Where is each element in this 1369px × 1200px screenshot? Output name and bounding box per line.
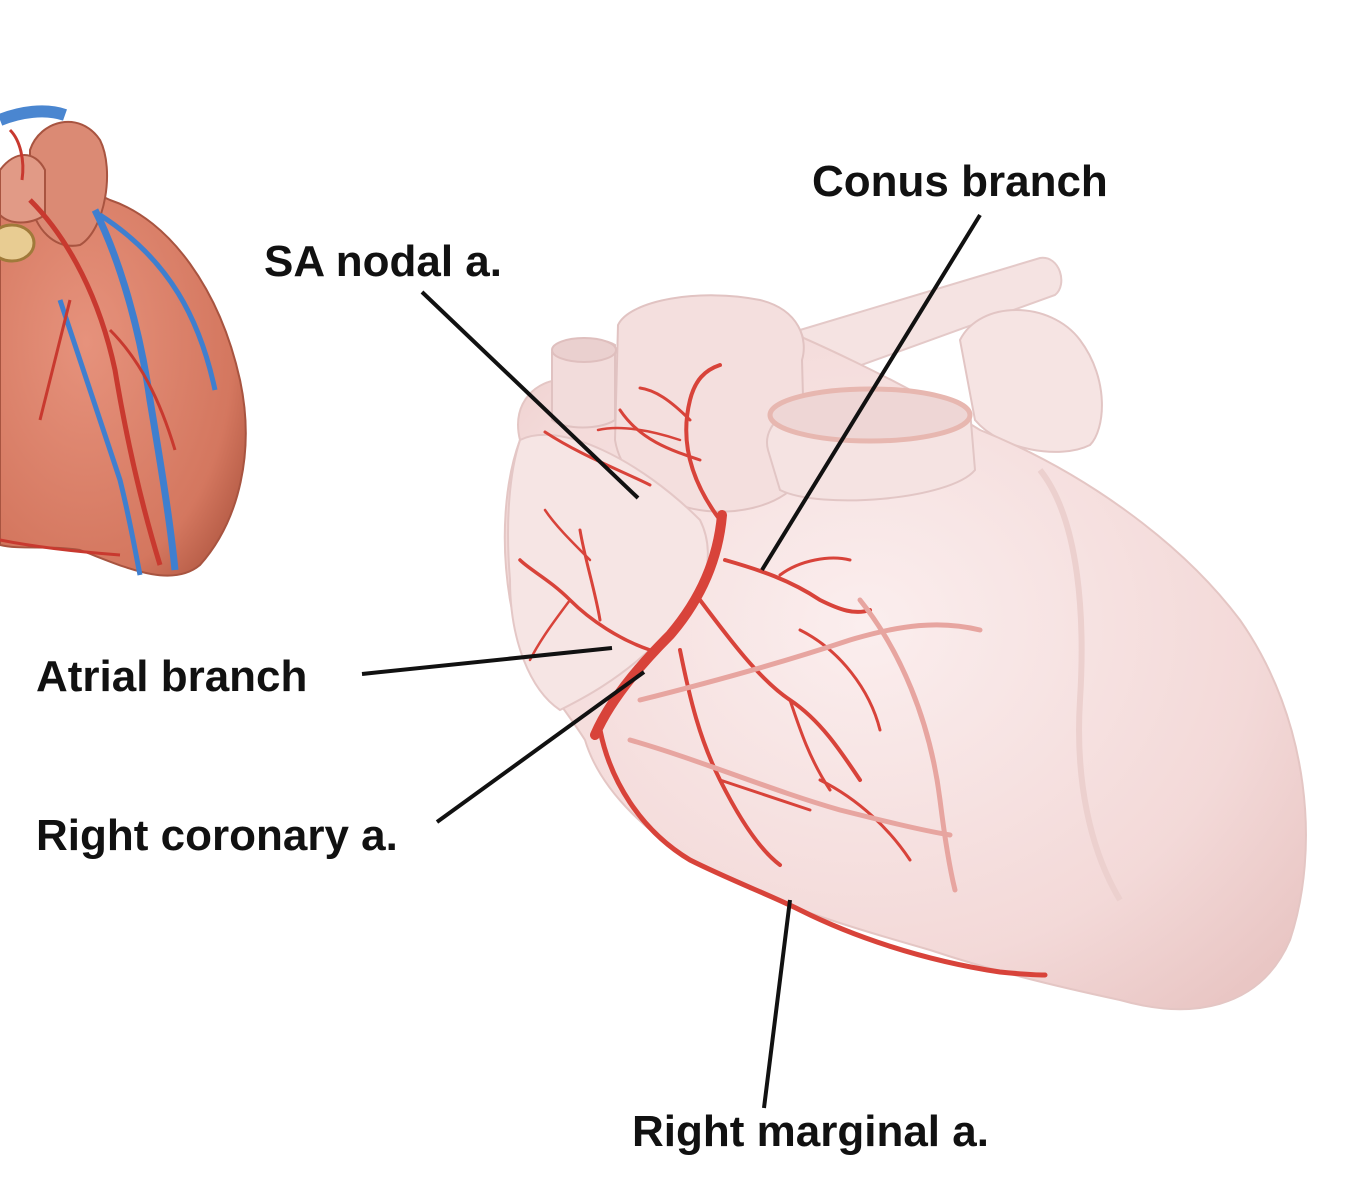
anterior-heart-inset bbox=[0, 105, 247, 577]
leader-right-coronary bbox=[435, 670, 646, 824]
label-right-marginal-artery: Right marginal a. bbox=[632, 1107, 989, 1156]
leader-conus bbox=[760, 213, 982, 572]
leader-sa-nodal bbox=[420, 290, 640, 500]
label-conus-branch: Conus branch bbox=[812, 157, 1108, 206]
label-atrial-branch: Atrial branch bbox=[36, 652, 308, 701]
leader-lines bbox=[361, 213, 982, 1109]
faded-branches bbox=[627, 597, 983, 893]
label-sa-nodal-artery: SA nodal a. bbox=[264, 237, 502, 286]
label-right-coronary-artery: Right coronary a. bbox=[36, 811, 398, 860]
leader-atrial bbox=[361, 646, 613, 676]
main-heart bbox=[503, 256, 1307, 1011]
leader-right-marginal bbox=[762, 899, 792, 1109]
